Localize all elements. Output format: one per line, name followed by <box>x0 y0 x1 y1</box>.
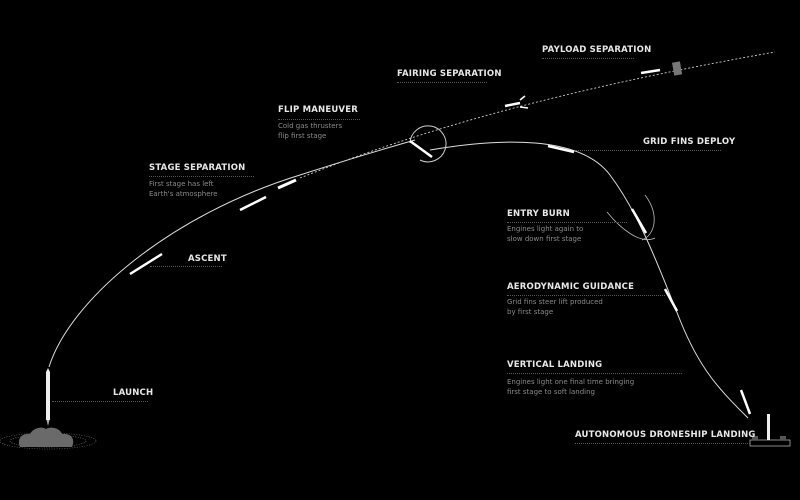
desc-entry-burn-2: slow down first stage <box>507 235 582 243</box>
label-droneship-landing: AUTONOMOUS DRONESHIP LANDING <box>575 430 756 440</box>
leader-flip-maneuver <box>278 119 360 120</box>
orbit-trajectory <box>299 51 776 179</box>
leader-vertical-landing <box>507 373 682 374</box>
payload-satellite-icon <box>672 61 683 76</box>
payload-stage-icon <box>640 68 661 75</box>
leader-stage-separation <box>149 176 254 177</box>
desc-flip-maneuver-2: flip first stage <box>278 132 327 140</box>
leader-aerodynamic-guidance <box>507 295 665 296</box>
label-launch: LAUNCH <box>113 388 154 398</box>
desc-entry-burn-1: Engines light again to <box>507 225 584 233</box>
desc-vertical-landing-1: Engines light one final time bringing <box>507 378 635 386</box>
ascent-rocket-icon <box>129 252 163 276</box>
desc-aerodynamic-guidance-2: by first stage <box>507 308 554 316</box>
droneship-icon <box>749 414 791 447</box>
landing-rocket-icon <box>739 389 752 415</box>
leader-droneship-landing <box>575 443 750 444</box>
label-entry-burn: ENTRY BURN <box>507 209 570 219</box>
leader-grid-fins-deploy <box>575 150 721 151</box>
desc-flip-maneuver-1: Cold gas thrusters <box>278 122 343 130</box>
leader-entry-burn <box>507 222 627 223</box>
grid-fins-rocket-icon <box>547 144 575 154</box>
fairing-icon <box>504 95 529 109</box>
label-fairing-separation: FAIRING SEPARATION <box>397 69 502 79</box>
leader-payload-separation <box>542 58 634 59</box>
label-stage-separation: STAGE SEPARATION <box>149 163 246 173</box>
label-aerodynamic-guidance: AERODYNAMIC GUIDANCE <box>507 282 635 292</box>
second-stage-icon <box>277 178 297 190</box>
label-payload-separation: PAYLOAD SEPARATION <box>542 45 652 55</box>
label-flip-maneuver: FLIP MANEUVER <box>278 105 358 115</box>
desc-stage-separation-2: Earth's atmosphere <box>149 190 218 198</box>
leader-ascent <box>150 266 222 267</box>
desc-vertical-landing-2: first stage to soft landing <box>507 388 595 396</box>
aero-rocket-icon <box>663 288 679 312</box>
desc-aerodynamic-guidance-1: Grid fins steer lift produced <box>507 298 603 306</box>
launch-rocket-icon <box>46 368 50 426</box>
leader-fairing-separation <box>397 82 487 83</box>
return-trajectory <box>429 141 749 419</box>
label-vertical-landing: VERTICAL LANDING <box>507 360 603 370</box>
stage-sep-rocket-icon <box>239 195 267 212</box>
launch-smoke-icon <box>0 427 97 450</box>
flip-rocket-icon <box>409 139 433 159</box>
ascent-trajectory <box>48 139 416 368</box>
label-grid-fins-deploy: GRID FINS DEPLOY <box>643 137 736 147</box>
flip-circle-icon <box>409 125 447 163</box>
entry-burn-rocket-icon <box>630 208 648 234</box>
desc-stage-separation-1: First stage has left <box>149 180 214 188</box>
label-ascent: ASCENT <box>188 254 227 264</box>
leader-launch <box>52 401 148 402</box>
